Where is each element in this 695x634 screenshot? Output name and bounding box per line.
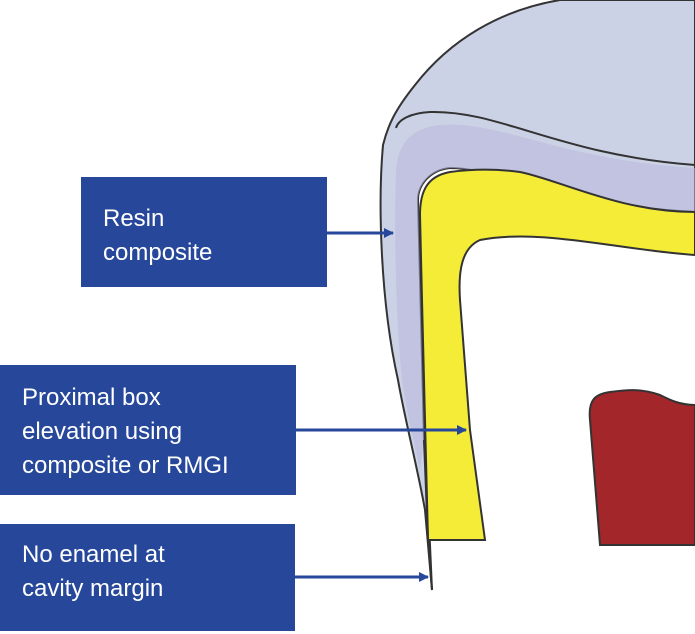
composite-inner-band: [395, 124, 695, 470]
label-resin-composite: Resin composite: [81, 177, 327, 287]
cavity-margin-line: [423, 439, 433, 591]
pulp: [588, 389, 695, 546]
label-no-enamel-margin: No enamel at cavity margin: [0, 524, 295, 631]
box-elevation-layer: [418, 168, 695, 541]
label-proximal-box-elevation: Proximal box elevation using composite o…: [0, 365, 296, 495]
crown-outline: [395, 110, 695, 166]
